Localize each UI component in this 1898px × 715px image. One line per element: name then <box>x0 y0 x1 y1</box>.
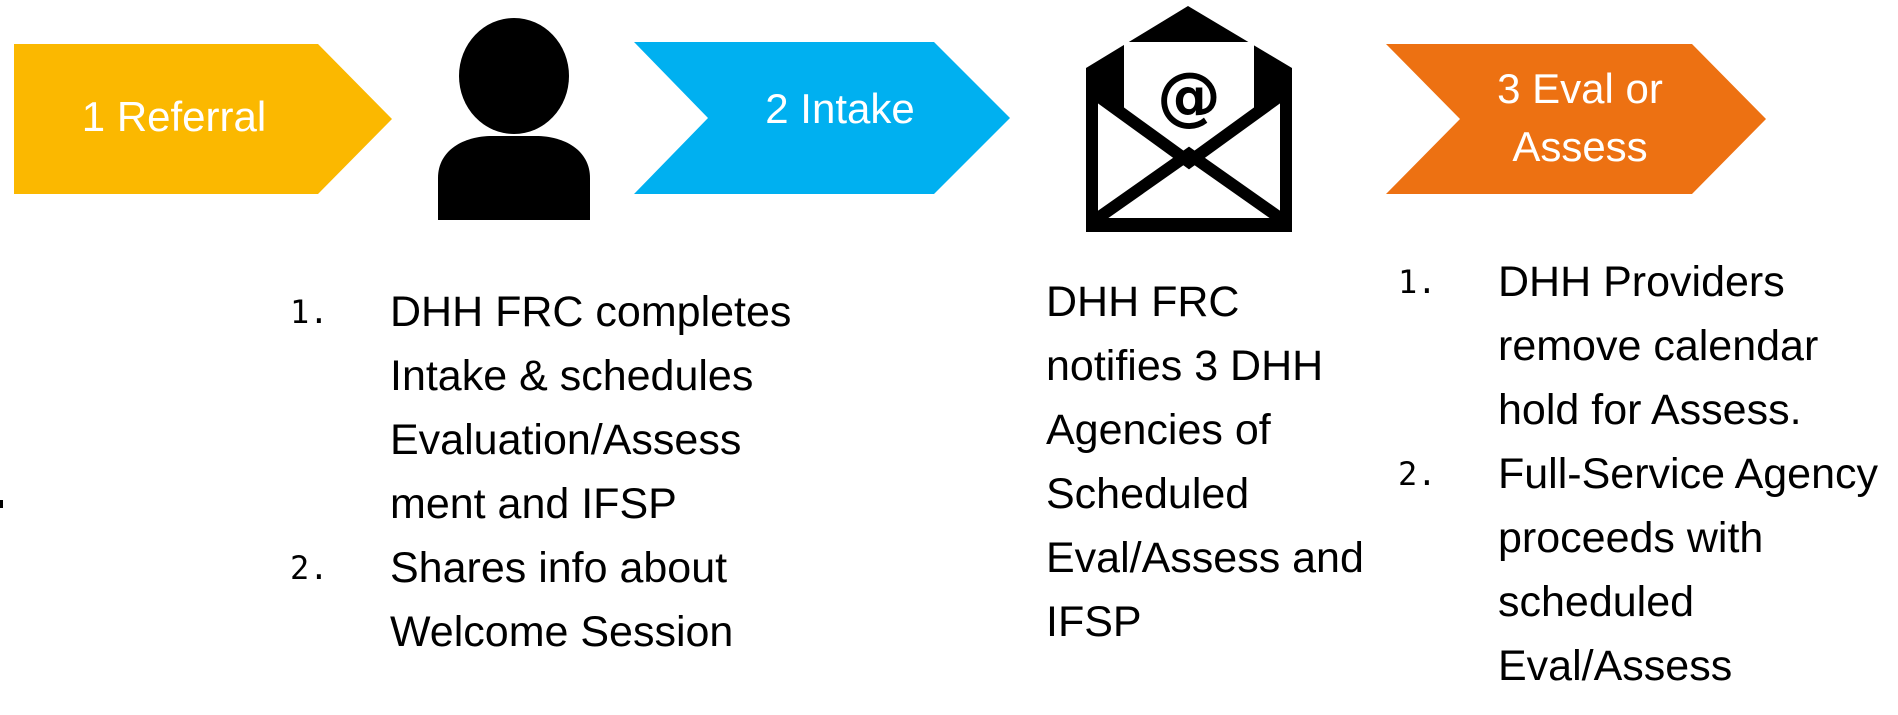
step-1-label: 1 Referral <box>81 93 267 140</box>
step-3-chevron-shape <box>1386 44 1766 194</box>
step-1-referral-chevron <box>14 44 392 194</box>
intake-step-text: Shares info about Welcome Session <box>390 544 734 656</box>
step-2-label: 2 Intake <box>765 85 915 132</box>
intake-steps-note: 1. DHH FRC completes Intake & schedules … <box>290 280 830 664</box>
step-2-chevron-shape <box>634 42 1010 194</box>
notify-agencies-note: DHH FRC notifies 3 DHH Agencies of Sched… <box>1046 270 1376 654</box>
step-3-eval-assess-chevron <box>1386 44 1766 194</box>
edge-mark <box>0 500 3 508</box>
intake-step-item: 1. DHH FRC completes Intake & schedules … <box>290 280 830 536</box>
intake-step-number: 1. <box>290 293 329 331</box>
notify-text: DHH FRC notifies 3 DHH Agencies of Sched… <box>1046 278 1364 646</box>
person-icon <box>438 18 590 220</box>
assess-step-item: 2. Full-Service Agency proceeds with sch… <box>1398 442 1893 698</box>
at-symbol-glyph: @ <box>1157 60 1221 134</box>
intake-step-text: DHH FRC completes Intake & schedules Eva… <box>390 288 792 528</box>
assess-step-item: 1. DHH Providers remove calendar hold fo… <box>1398 250 1893 442</box>
assess-step-text: DHH Providers remove calendar hold for A… <box>1498 258 1819 434</box>
intake-steps-list: 1. DHH FRC completes Intake & schedules … <box>290 280 830 664</box>
step-3-label: 3 Eval or Assess <box>1497 65 1663 170</box>
step-1-chevron-shape <box>14 44 392 194</box>
intake-step-item: 2. Shares info about Welcome Session <box>290 536 830 664</box>
assess-steps-list: 1. DHH Providers remove calendar hold fo… <box>1398 250 1893 698</box>
assess-step-text: Full-Service Agency proceeds with schedu… <box>1498 450 1878 690</box>
assess-step-number: 1. <box>1398 263 1437 301</box>
step-2-intake-chevron <box>634 42 1010 194</box>
assess-steps-note: 1. DHH Providers remove calendar hold fo… <box>1398 250 1893 698</box>
intake-step-number: 2. <box>290 549 329 587</box>
email-envelope-icon: @ <box>1086 6 1292 232</box>
assess-step-number: 2. <box>1398 455 1437 493</box>
